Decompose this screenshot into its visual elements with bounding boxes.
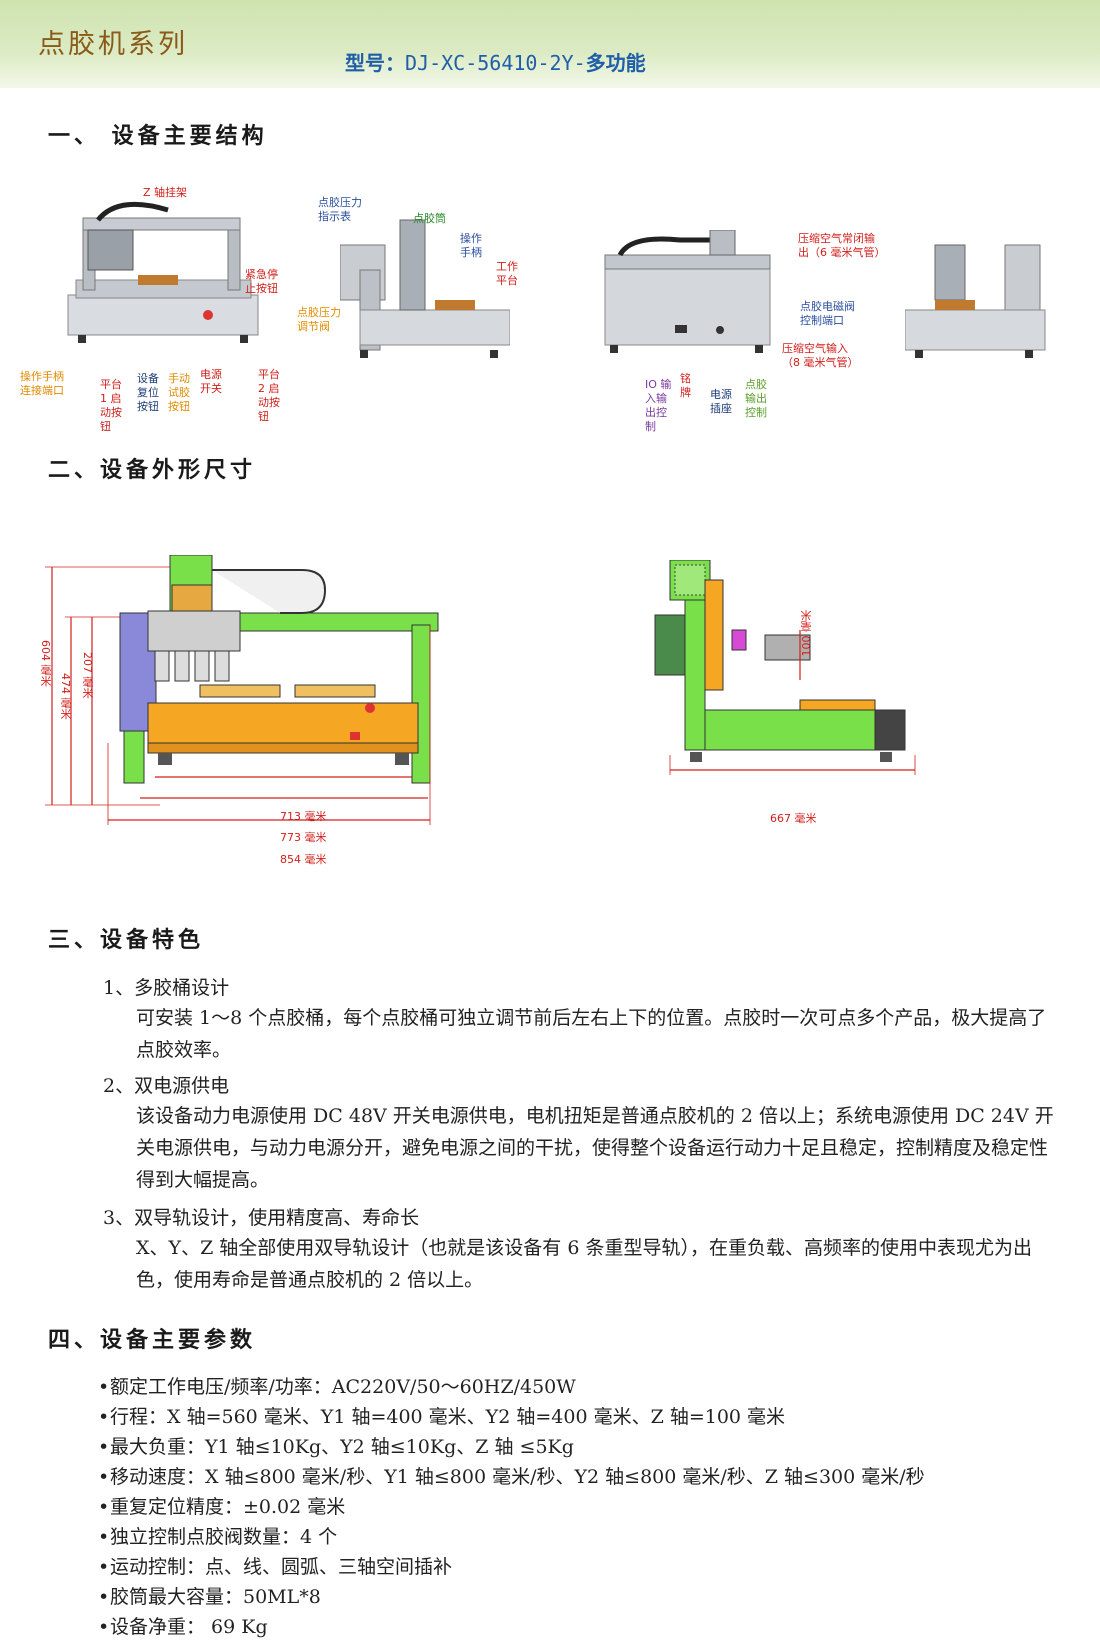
- label-platform2-button: 平台 2 启 动按 钮: [258, 368, 280, 423]
- model-line: 型号：DJ-XC-56410-2Y-多功能: [345, 47, 646, 76]
- series-title: 点胶机系列: [38, 29, 188, 60]
- dim-713: 713 毫米: [280, 810, 327, 823]
- label-platform1-button: 平台 1 启 动按 钮: [100, 378, 122, 433]
- label-reset-button: 设备 复位 按钮: [137, 372, 159, 413]
- param-item: •设备净重： 69 Kg: [98, 1616, 268, 1638]
- label-io-control: IO 输 入输 出控 制: [645, 378, 672, 433]
- label-power-socket: 电源 插座: [710, 388, 732, 415]
- label-air-input: 压缩空气输入 （8 毫米气管）: [782, 342, 859, 369]
- section-title-structure: 一、 设备主要结构: [48, 124, 268, 149]
- feature-body-1: 可安装 1～8 个点胶桶，每个点胶桶可独立调节前后左右上下的位置。点胶时一次可点…: [136, 1007, 1047, 1061]
- feature-body-3: X、Y、Z 轴全部使用双导轨设计（也就是该设备有 6 条重型导轨），在重负载、高…: [136, 1237, 1032, 1291]
- dim-773: 773 毫米: [280, 831, 327, 844]
- label-handle: 操作 手柄: [460, 232, 482, 259]
- feature-body-2: 该设备动力电源使用 DC 48V 开关电源供电，电机扭矩是普通点胶机的 2 倍以…: [136, 1105, 1054, 1191]
- front-dimension-drawing: [45, 555, 439, 825]
- side-dimension-drawing: [654, 560, 916, 775]
- section-title-params: 四、设备主要参数: [48, 1328, 257, 1353]
- label-manual-button: 手动 试胶 按钮: [168, 372, 190, 413]
- label-emergency-stop: 紧急停 止按钮: [245, 268, 278, 295]
- label-pressure-valve: 点胶压力 调节阀: [297, 306, 341, 333]
- machine-photo-front: [67, 201, 259, 343]
- model-suffix: 多功能: [585, 51, 646, 75]
- dim-854: 854 毫米: [280, 853, 327, 866]
- feature-title-1: 1、多胶桶设计: [103, 977, 230, 999]
- param-item: •行程：X 轴=560 毫米、Y1 轴=400 毫米、Y2 轴=400 毫米、Z…: [98, 1406, 786, 1428]
- header-band: [0, 0, 1100, 88]
- feature-title-3: 3、双导轨设计，使用精度高、寿命长: [103, 1207, 420, 1229]
- dim-207: 207 毫米: [81, 652, 94, 699]
- feature-title-2: 2、双电源供电: [103, 1075, 230, 1097]
- label-nameplate: 铭 牌: [680, 372, 691, 399]
- section-title-features: 三、设备特色: [48, 928, 205, 953]
- param-item: •重复定位精度：±0.02 毫米: [98, 1496, 346, 1518]
- dim-474: 474 毫米: [59, 673, 72, 720]
- model-label: 型号：: [345, 51, 405, 75]
- param-item: •额定工作电压/频率/功率：AC220V/50～60HZ/450W: [98, 1376, 576, 1398]
- section-title-dimensions: 二、设备外形尺寸: [48, 458, 257, 483]
- label-handle-port: 操作手柄 连接端口: [20, 370, 64, 397]
- dim-667: 667 毫米: [770, 812, 817, 825]
- param-item: •运动控制：点、线、圆弧、三轴空间插补: [98, 1556, 453, 1578]
- label-z-bracket: Z 轴挂架: [143, 186, 188, 199]
- label-work-platform: 工作 平台: [496, 260, 518, 287]
- label-solenoid-port: 点胶电磁阀 控制端口: [800, 300, 855, 327]
- machine-photo-right: [905, 244, 1046, 358]
- dim-100: 100 毫米: [800, 610, 813, 657]
- label-power-switch: 电源 开关: [200, 368, 222, 395]
- label-air-closed-output: 压缩空气常闭输 出（6 毫米气管）: [798, 232, 886, 259]
- label-pressure-gauge: 点胶压力 指示表: [318, 196, 362, 223]
- label-glue-tube: 点胶筒: [413, 212, 446, 225]
- machine-photo-back: [604, 230, 771, 353]
- param-item: •移动速度：X 轴≤800 毫米/秒、Y1 轴≤800 毫米/秒、Y2 轴≤80…: [98, 1466, 925, 1488]
- param-item: •胶筒最大容量：50ML*8: [98, 1586, 321, 1608]
- label-glue-output: 点胶 输出 控制: [745, 378, 767, 419]
- model-code: DJ-XC-56410-2Y-: [405, 51, 586, 75]
- machine-photo-side: [340, 219, 510, 358]
- param-item: •独立控制点胶阀数量：4 个: [98, 1526, 338, 1548]
- param-item: •最大负重：Y1 轴≤10Kg、Y2 轴≤10Kg、Z 轴 ≤5Kg: [98, 1436, 574, 1458]
- dim-604: 604 毫米: [39, 640, 52, 687]
